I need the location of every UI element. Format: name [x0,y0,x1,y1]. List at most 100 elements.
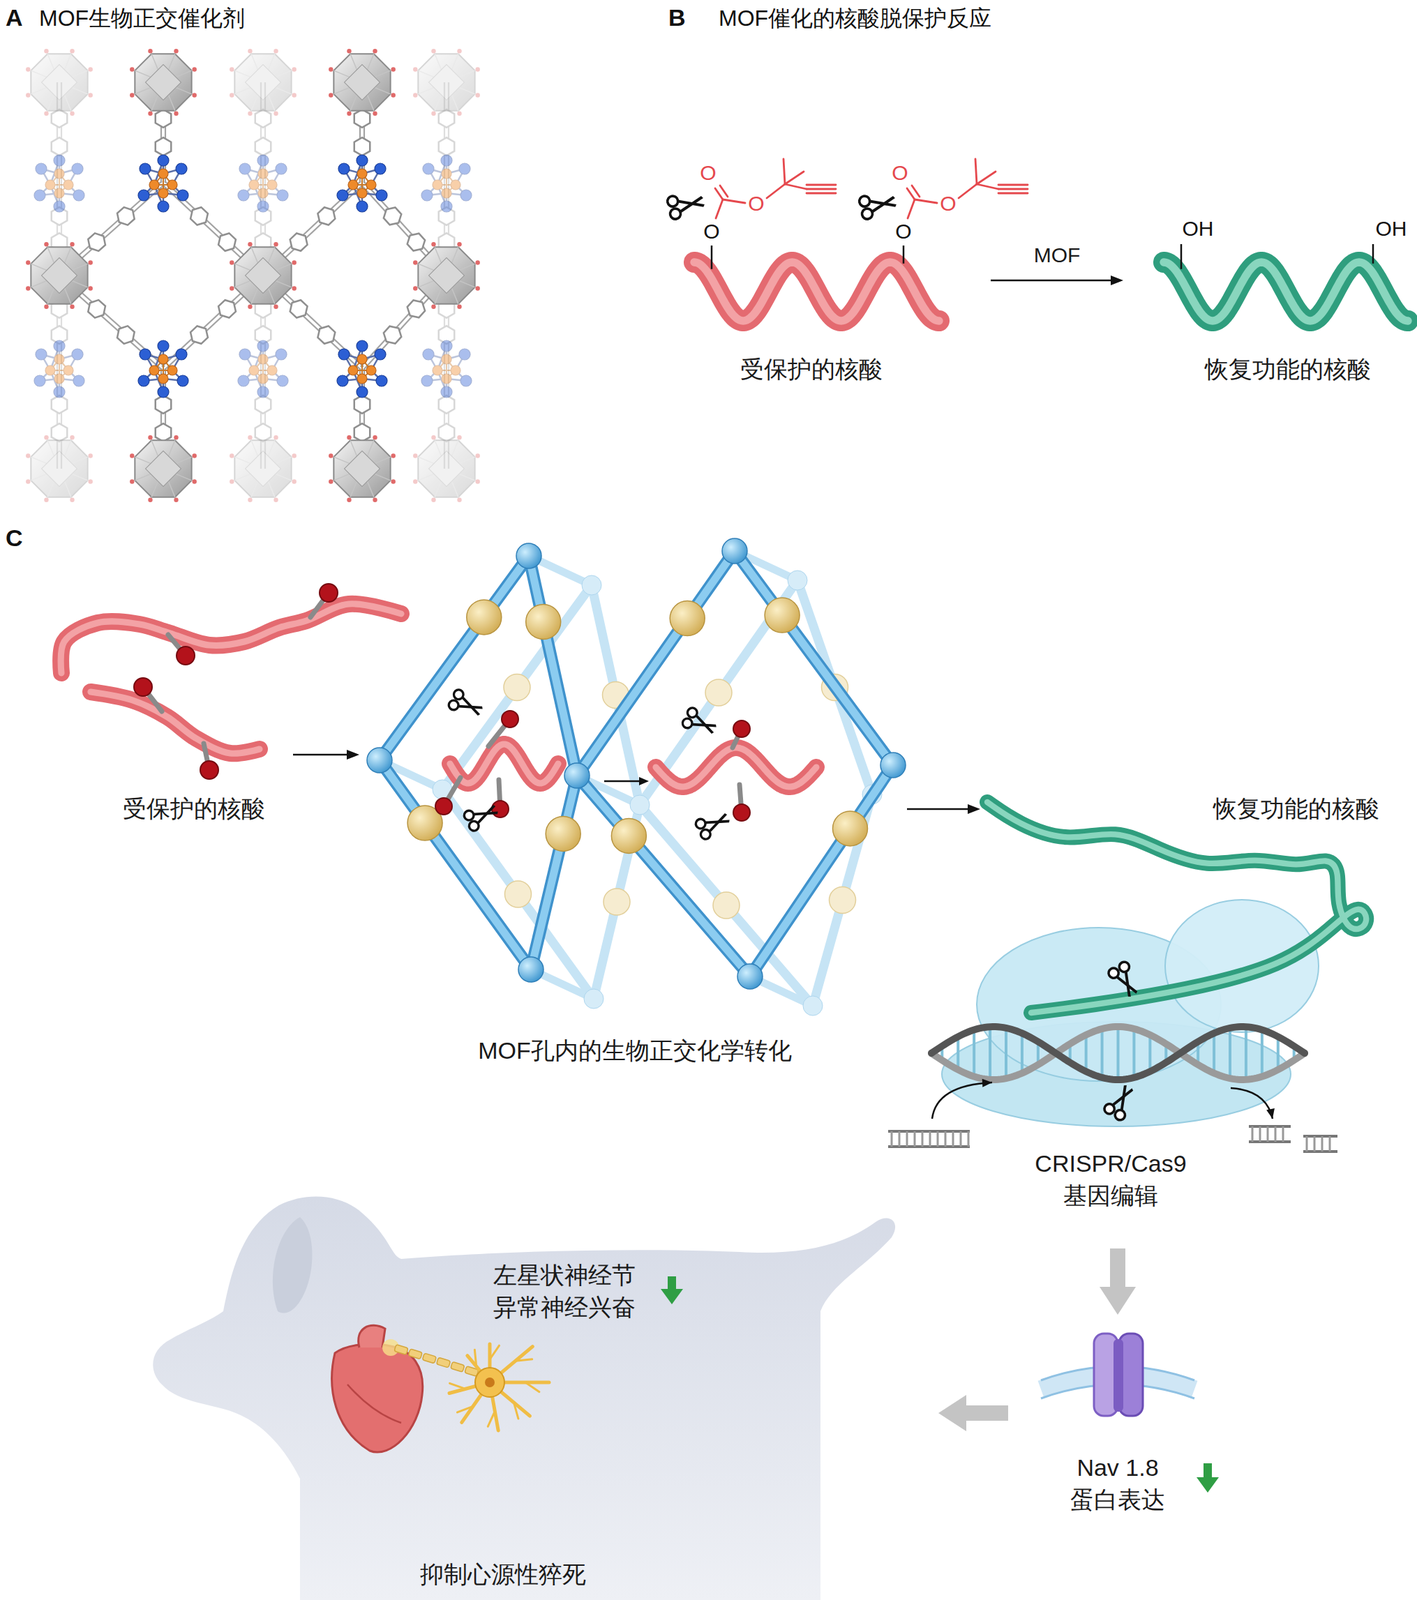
bond-line [958,184,977,199]
illustration-part [229,479,234,484]
illustration-part [41,258,78,294]
channel-pore [1113,1339,1124,1413]
illustration-part [441,168,452,179]
scissors-icon [680,706,720,740]
strut [576,551,735,776]
illustration-part [429,451,465,487]
strut-edge [530,775,577,970]
strut-edge [576,551,735,776]
base-pair [1244,1026,1248,1081]
illustration-part [34,189,46,201]
illustration-part [177,375,189,387]
protecting-group-ball [491,800,509,818]
cas9-lobe [1165,900,1319,1033]
base-pair [1084,1035,1088,1073]
protecting-group-ball [733,804,751,822]
illustration-part [356,154,368,167]
metal-node [833,811,868,847]
illustration-part [372,435,377,440]
illustration-part [422,163,434,175]
illustration-part [34,154,85,213]
illustration-part [88,260,93,265]
protecting-group-ball [733,720,751,738]
strut-edge [750,765,894,977]
illustration-part [440,340,453,352]
illustration-part [456,48,462,54]
illustration-part [237,375,250,387]
node-label: 恢复功能的核酸 [1213,793,1380,826]
bond-line [976,184,999,190]
illustration-part [34,375,46,387]
illustration-part [391,66,396,72]
illustration-part [117,207,135,225]
illustration-part [475,286,481,291]
illustration-part [247,498,252,503]
linker-node [787,570,808,591]
illustration-part [229,242,297,310]
illustration-part [129,66,134,72]
illustration-part [275,163,287,175]
illustration-part [357,168,367,179]
base-pair [1116,1026,1120,1081]
illustration-part [152,1197,896,1600]
dna-fragment [1248,1140,1291,1144]
dna-fragment [1282,1126,1285,1143]
illustration-part [25,435,93,503]
atom-label: OH [1375,216,1408,242]
illustration-part [249,365,259,376]
illustration-part [666,195,679,208]
illustration-part [71,348,84,361]
illustration-part [429,258,465,294]
illustration-part [292,479,297,484]
panel-title: MOF催化的核酸脱保护反应 [718,5,992,32]
illustration-part [43,304,49,310]
illustration-part [155,109,172,128]
dendrite [474,1350,476,1367]
illustration-part [374,163,386,175]
heart-vessel [347,1384,402,1424]
dna-fragment [967,1131,970,1147]
protecting-group-ball [435,798,453,815]
illustration-part [51,423,68,442]
panel-letter: C [5,524,24,552]
illustration-part [117,325,135,344]
illustration-part [459,348,471,361]
dna-fragment [890,1131,894,1147]
curved-arrow [1230,1088,1273,1120]
illustration-part [1111,1084,1134,1112]
bond-line [911,185,920,197]
illustration-part [421,375,433,387]
illustration-part [255,137,272,156]
illustration-part [53,200,65,213]
illustration-part [69,111,74,116]
dog-ear [272,1217,313,1314]
illustration-part [694,817,707,831]
illustration-part [167,180,178,190]
dna-fragment [1321,1136,1324,1152]
illustration-part [88,453,93,458]
illustration-part [258,188,268,199]
illustration-part [175,348,187,361]
illustration-part [333,53,391,111]
illustration-part [456,111,462,116]
decrease-arrow [1196,1477,1219,1494]
illustration-part [383,207,402,225]
illustration-part [35,348,47,361]
metal-node [764,597,800,633]
illustration-part [229,286,234,291]
ribbon-highlight [987,802,1367,1014]
illustration-part [88,286,93,291]
illustration-part [53,340,65,352]
arrow-head [967,804,981,815]
base-pair [1276,1036,1280,1070]
dna-fragment [913,1131,917,1147]
illustration-part [43,435,49,440]
figure-item: 受保护的核酸 [690,237,991,391]
neuron-nucleus [484,1377,495,1388]
illustration-part [192,92,197,97]
strut-edge [576,775,751,977]
arrow-head [346,750,360,760]
axon-segment [394,1345,409,1356]
bond-line [907,199,915,219]
protecting-group-ball [501,710,519,728]
